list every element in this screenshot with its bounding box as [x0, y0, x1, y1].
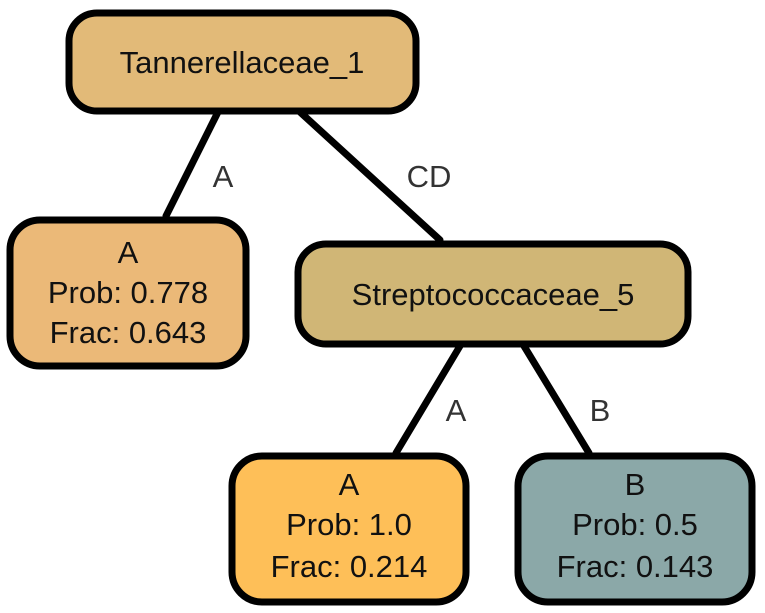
node-leaf-b-class: B	[625, 467, 646, 502]
node-leaf-a2-frac: Frac: 0.214	[271, 549, 428, 584]
node-leaf-a1-class: A	[118, 235, 139, 270]
edge-label-root-to-a1: A	[213, 159, 234, 194]
node-leaf-a1-box	[6, 216, 250, 370]
node-leaf-b: B Prob: 0.5 Frac: 0.143	[514, 452, 756, 606]
node-leaf-a1-frac: Frac: 0.643	[50, 315, 207, 350]
node-leaf-a2-box	[228, 452, 470, 606]
node-leaf-a1-prob: Prob: 0.778	[48, 275, 208, 310]
node-root: Tannerellaceae_1	[65, 9, 420, 115]
edge-label-root-to-mid: CD	[407, 159, 452, 194]
node-leaf-a2: A Prob: 1.0 Frac: 0.214	[228, 452, 470, 606]
node-mid: Streptococcaceae_5	[294, 240, 692, 348]
node-leaf-a2-prob: Prob: 1.0	[286, 507, 412, 542]
edge-root-to-leaf-a1	[162, 108, 222, 220]
edge-label-mid-to-b: B	[590, 393, 611, 428]
node-leaf-a1: A Prob: 0.778 Frac: 0.643	[6, 216, 250, 370]
edge-root-to-mid	[296, 108, 444, 244]
node-root-label: Tannerellaceae_1	[120, 45, 365, 80]
node-mid-box	[294, 240, 692, 348]
node-leaf-a2-class: A	[339, 467, 360, 502]
edge-mid-to-leaf-a2	[392, 342, 464, 457]
node-root-box	[65, 9, 420, 115]
node-mid-label: Streptococcaceae_5	[352, 277, 635, 312]
edge-label-mid-to-a2: A	[446, 393, 467, 428]
edge-mid-to-leaf-b	[520, 342, 593, 457]
node-leaf-b-box	[514, 452, 756, 606]
node-leaf-b-frac: Frac: 0.143	[557, 549, 714, 584]
node-leaf-b-prob: Prob: 0.5	[572, 507, 698, 542]
